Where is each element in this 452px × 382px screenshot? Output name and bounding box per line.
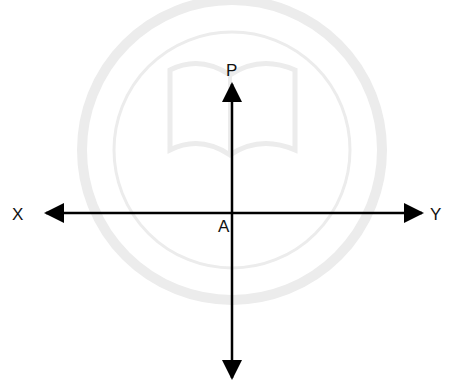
point-label: A [218,218,229,235]
point-label: Y [430,206,441,223]
horizontal-axis [46,212,422,215]
point-label: X [12,206,23,223]
point-label: P [226,62,237,79]
vertical-axis [231,84,234,378]
